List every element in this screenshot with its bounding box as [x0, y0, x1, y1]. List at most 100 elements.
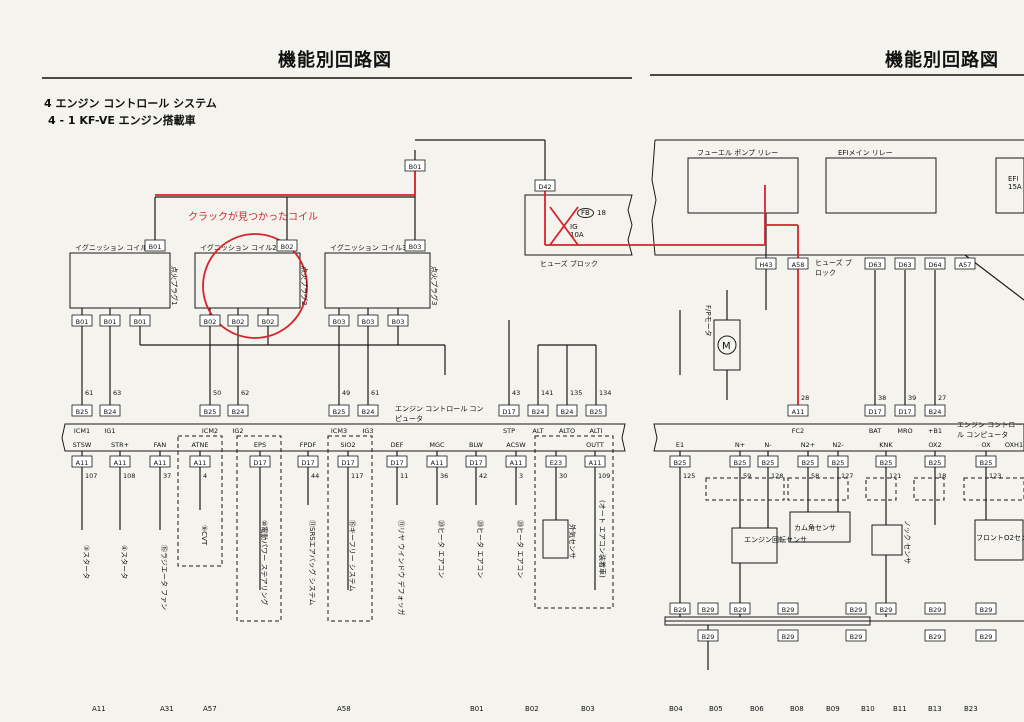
svg-text:A11: A11 — [76, 459, 89, 467]
fuse-label: FB — [577, 208, 594, 218]
svg-text:58: 58 — [811, 472, 819, 480]
svg-text:IG1: IG1 — [104, 427, 115, 435]
sensor-cam: カム角センサ — [794, 523, 836, 532]
svg-text:B24: B24 — [561, 408, 574, 416]
svg-text:STR+: STR+ — [111, 441, 129, 449]
subsection-heading: 4 - 1 KF-VE エンジン搭載車 — [48, 114, 196, 127]
svg-text:4: 4 — [203, 472, 207, 480]
svg-text:B29: B29 — [929, 606, 942, 614]
coil-3-connector: B03 — [409, 243, 422, 251]
svg-text:B25: B25 — [762, 459, 775, 467]
svg-text:ICM1: ICM1 — [74, 427, 90, 435]
svg-text:B24: B24 — [362, 408, 375, 416]
svg-text:B24: B24 — [532, 408, 545, 416]
bottom-tag: B02 — [525, 705, 539, 713]
svg-text:44: 44 — [311, 472, 319, 480]
svg-text:108: 108 — [123, 472, 135, 480]
efi-relay-label: EFIメイン リレー — [838, 149, 893, 157]
svg-text:30: 30 — [559, 472, 567, 480]
svg-text:B24: B24 — [232, 408, 245, 416]
bottom-tag: B23 — [964, 705, 978, 713]
bottom-tag: B06 — [750, 705, 764, 713]
svg-text:D17: D17 — [502, 408, 515, 416]
svg-text:3: 3 — [519, 472, 523, 480]
fuse-number: 18 — [597, 209, 606, 217]
coil-1-connector: B01 — [149, 243, 162, 251]
svg-text:D17: D17 — [341, 459, 354, 467]
svg-text:B29: B29 — [782, 606, 795, 614]
svg-text:ATNE: ATNE — [192, 441, 209, 449]
efi-fuse-label: EFI 15A — [1008, 175, 1022, 191]
bottom-tag: B09 — [826, 705, 840, 713]
svg-text:B25: B25 — [333, 408, 346, 416]
svg-text:61: 61 — [371, 389, 379, 397]
svg-text:A57: A57 — [959, 261, 972, 269]
svg-text:外気センサ: 外気センサ — [568, 524, 577, 559]
sensor-o2: フロントO2センサ — [976, 534, 1024, 542]
knock-sensor — [871, 524, 903, 556]
crack-highlight-circle — [202, 233, 308, 339]
svg-text:SIO2: SIO2 — [340, 441, 355, 449]
svg-text:点火プラグ2: 点火プラグ2 — [300, 266, 309, 305]
svg-text:A11: A11 — [792, 408, 805, 416]
svg-text:63: 63 — [113, 389, 121, 397]
svg-text:141: 141 — [541, 389, 553, 397]
right-fuse-block-label: ヒューズ ブロック — [815, 259, 852, 277]
svg-text:OXH1: OXH1 — [1005, 441, 1023, 449]
svg-text:B29: B29 — [980, 633, 993, 641]
svg-text:B03: B03 — [392, 318, 405, 326]
svg-text:B29: B29 — [674, 606, 687, 614]
svg-text:B01: B01 — [104, 318, 117, 326]
bottom-tag: B08 — [790, 705, 804, 713]
svg-text:⑪リヤ ウインドウ デフォッガ: ⑪リヤ ウインドウ デフォッガ — [397, 520, 406, 615]
svg-text:BAT: BAT — [869, 427, 881, 435]
svg-text:N-: N- — [764, 441, 772, 449]
svg-text:N2+: N2+ — [801, 441, 815, 449]
svg-text:KNK: KNK — [879, 441, 893, 449]
svg-text:B25: B25 — [980, 459, 993, 467]
svg-text:D17: D17 — [898, 408, 911, 416]
svg-text:⑩電動パワー ステアリング: ⑩電動パワー ステアリング — [260, 520, 269, 606]
front-o2-sensor — [974, 519, 1024, 561]
svg-text:107: 107 — [85, 472, 97, 480]
svg-text:A11: A11 — [114, 459, 127, 467]
svg-text:点火プラグ1: 点火プラグ1 — [170, 266, 179, 305]
svg-text:FAN: FAN — [154, 441, 167, 449]
svg-text:135: 135 — [570, 389, 582, 397]
svg-text:A11: A11 — [431, 459, 444, 467]
svg-text:117: 117 — [351, 472, 363, 480]
svg-text:127: 127 — [841, 472, 853, 480]
svg-text:③スタータ: ③スタータ — [82, 545, 91, 579]
svg-text:B29: B29 — [929, 633, 942, 641]
svg-text:B25: B25 — [832, 459, 845, 467]
page-title-left: 機能別回路図 — [278, 50, 392, 71]
svg-text:OUTT: OUTT — [586, 441, 604, 449]
svg-text:B29: B29 — [734, 606, 747, 614]
coil-1-label: イグニッション コイル1 — [75, 244, 152, 252]
svg-text:B03: B03 — [333, 318, 346, 326]
svg-text:ALTI: ALTI — [589, 427, 602, 435]
svg-text:D42: D42 — [538, 183, 551, 191]
svg-text:B25: B25 — [204, 408, 217, 416]
svg-text:B01: B01 — [409, 163, 422, 171]
svg-text:D63: D63 — [868, 261, 881, 269]
svg-text:B25: B25 — [880, 459, 893, 467]
bottom-tag: B05 — [709, 705, 723, 713]
svg-text:B29: B29 — [782, 633, 795, 641]
svg-text:61: 61 — [85, 389, 93, 397]
svg-text:(オート エアコン装着車): (オート エアコン装着車) — [598, 500, 607, 578]
bottom-tag: A58 — [337, 705, 351, 713]
svg-text:36: 36 — [440, 472, 448, 480]
svg-text:⑳ヒータ エアコン: ⑳ヒータ エアコン — [437, 520, 446, 578]
svg-text:D17: D17 — [390, 459, 403, 467]
svg-text:B29: B29 — [850, 606, 863, 614]
svg-text:134: 134 — [599, 389, 611, 397]
svg-text:125: 125 — [683, 472, 695, 480]
section-heading: 4 エンジン コントロール システム — [44, 97, 217, 110]
svg-text:B02: B02 — [232, 318, 245, 326]
svg-text:点火プラグ3: 点火プラグ3 — [430, 266, 439, 305]
bottom-tag: B11 — [893, 705, 907, 713]
svg-text:⑮キーフリー システム: ⑮キーフリー システム — [348, 520, 356, 592]
svg-text:37: 37 — [163, 472, 171, 480]
